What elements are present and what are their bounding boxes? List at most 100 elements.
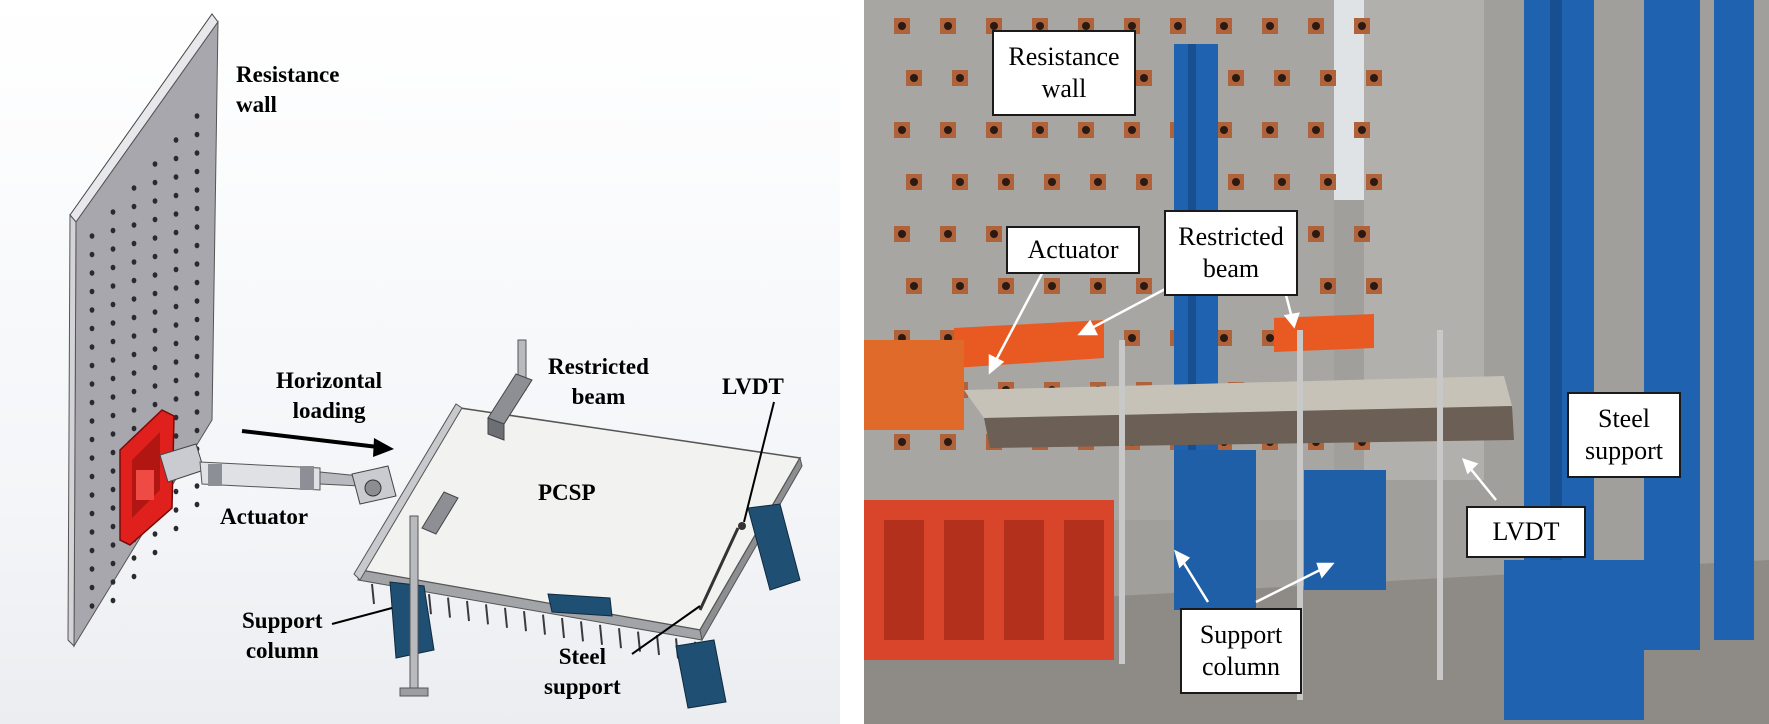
pointer-lines: [331, 401, 775, 655]
wall-hole: [131, 425, 137, 432]
photo-label-resistance-wall: Resistance wall: [992, 30, 1136, 116]
wall-anchor: [1320, 70, 1336, 86]
cad-label-actuator: Actuator: [220, 504, 309, 529]
wall-hole: [131, 277, 137, 284]
wall-hole: [173, 414, 179, 421]
wall-anchor: [1044, 278, 1060, 294]
cad-label-steel-support: Steel support: [544, 644, 621, 699]
wall-hole: [89, 603, 95, 609]
wall-hole: [89, 529, 95, 535]
wall-hole: [110, 579, 116, 585]
wall-hole: [110, 542, 116, 548]
photo-label-steel-support: Steel support: [1567, 392, 1681, 478]
wall-anchor: [940, 434, 956, 450]
wall-hole: [131, 296, 137, 302]
wall-hole: [194, 335, 200, 341]
wall-hole: [173, 229, 179, 236]
photo-label-support-column: Support column: [1180, 608, 1302, 694]
wall-hole: [194, 316, 200, 323]
wall-hole: [152, 272, 158, 278]
wall-hole: [110, 486, 116, 493]
wall-hole: [194, 409, 200, 415]
slab-rib: [466, 600, 470, 622]
red-reaction-block: [119, 409, 175, 546]
wall-anchor: [1170, 18, 1186, 34]
cad-label-lvdt: LVDT: [722, 374, 784, 399]
wall-anchor: [1216, 122, 1232, 138]
wall-anchor: [1262, 122, 1278, 138]
wall-anchor: [1090, 278, 1106, 294]
wall-hole: [110, 301, 116, 308]
wall-hole: [152, 383, 158, 389]
wall-anchor: [1308, 18, 1324, 34]
wall-anchor: [1262, 18, 1278, 34]
slab-rib: [428, 594, 432, 615]
wall-anchor: [1366, 278, 1382, 294]
wall-hole: [110, 209, 116, 215]
wall-hole: [131, 351, 137, 358]
wall-hole: [89, 307, 95, 313]
wall-hole: [152, 290, 158, 297]
wall-hole: [152, 346, 158, 352]
wall-hole: [152, 161, 158, 167]
wall-hole: [110, 449, 116, 456]
wall-anchor: [952, 70, 968, 86]
cad-label-horizontal-loading: Horizontal loading: [276, 368, 383, 423]
wall-hole: [173, 377, 179, 384]
wall-anchor: [1274, 70, 1290, 86]
resistance-wall-drawing: [67, 13, 219, 648]
wall-hole: [89, 233, 95, 239]
wall-hole: [131, 370, 137, 376]
cad-label-pcsp: PCSP: [538, 480, 596, 505]
wall-hole: [89, 251, 95, 258]
wall-hole: [173, 266, 179, 273]
wall-hole: [152, 179, 158, 186]
wall-hole: [173, 507, 179, 513]
wall-hole: [131, 573, 137, 580]
wall-hole: [173, 340, 179, 347]
cad-label-restricted-beam: Restricted beam: [548, 354, 649, 409]
wall-hole: [194, 501, 200, 508]
wall-hole: [110, 264, 116, 271]
wall-hole: [173, 488, 179, 495]
wall-hole: [152, 253, 158, 260]
wall-anchor: [1228, 174, 1244, 190]
wall-hole: [131, 203, 137, 210]
wall-hole: [173, 155, 179, 162]
wall-hole: [173, 433, 179, 439]
wall-anchor: [1124, 122, 1140, 138]
slab-rib: [485, 604, 489, 625]
wall-anchor: [986, 122, 1002, 138]
cad-label-support-column: Support column: [242, 608, 323, 663]
wall-hole: [194, 483, 200, 489]
wall-hole: [110, 227, 116, 234]
wall-hole: [89, 288, 95, 295]
wall-hole: [173, 174, 179, 180]
wall-anchor: [940, 122, 956, 138]
wall-hole: [152, 531, 158, 537]
wall-anchor: [1320, 174, 1336, 190]
cad-drawing: [67, 13, 803, 709]
wall-hole: [194, 224, 200, 230]
wall-anchor: [1308, 226, 1324, 242]
slab-rib: [561, 617, 565, 639]
wall-anchor: [1136, 174, 1152, 190]
wall-anchor: [1124, 330, 1140, 346]
wall-anchor: [1078, 122, 1094, 138]
wall-hole: [152, 216, 158, 223]
wall-anchor: [1308, 122, 1324, 138]
wall-hole: [89, 418, 95, 424]
slab-rib: [447, 597, 451, 618]
wall-anchor: [906, 70, 922, 86]
wall-hole: [110, 283, 116, 289]
photo-panel: Resistance wall Actuator Restricted beam…: [864, 0, 1769, 724]
wall-hole: [110, 394, 116, 400]
wall-hole: [110, 246, 116, 252]
wall-hole: [89, 455, 95, 461]
wall-anchor: [1090, 174, 1106, 190]
wall-hole: [131, 185, 137, 191]
wall-hole: [173, 192, 179, 199]
wall-hole: [131, 222, 137, 228]
wall-hole: [194, 427, 200, 434]
wall-hole: [110, 523, 116, 530]
